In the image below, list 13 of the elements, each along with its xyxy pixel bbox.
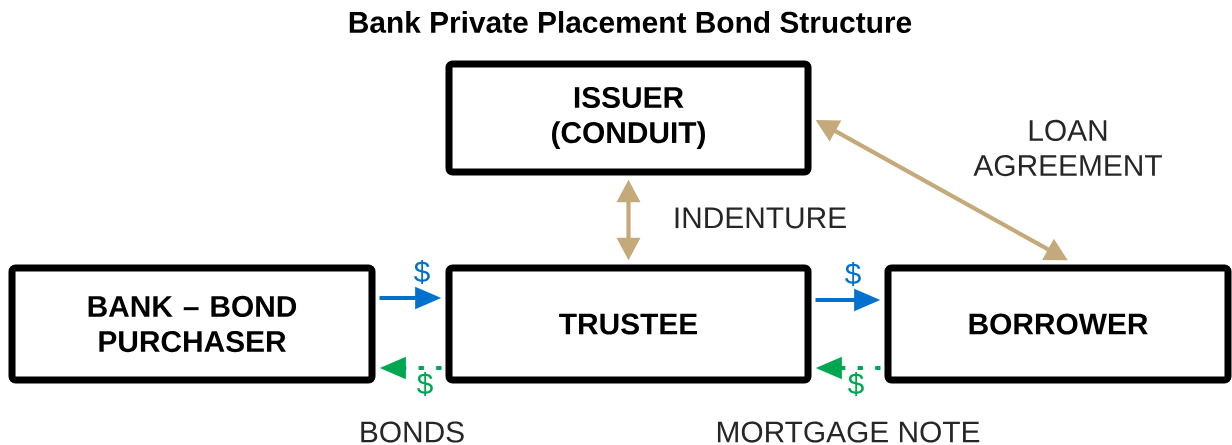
- edge-label: LOAN AGREEMENT: [973, 119, 1162, 177]
- edge-label: $: [848, 371, 864, 397]
- edge-label: INDENTURE: [675, 207, 846, 229]
- party-box: BORROWER: [884, 264, 1232, 384]
- edge-label: $: [414, 259, 430, 285]
- edge-label: $: [845, 261, 861, 287]
- note-label: MORTGAGE NOTE: [717, 421, 980, 443]
- note-label: BONDS: [361, 421, 464, 443]
- party-box: BANK – BOND PURCHASER: [8, 264, 376, 384]
- edge-label: $: [417, 371, 433, 397]
- party-box: TRUSTEE: [445, 264, 812, 384]
- party-box: ISSUER (CONDUIT): [445, 60, 812, 176]
- title: Bank Private Placement Bond Structure: [349, 11, 912, 33]
